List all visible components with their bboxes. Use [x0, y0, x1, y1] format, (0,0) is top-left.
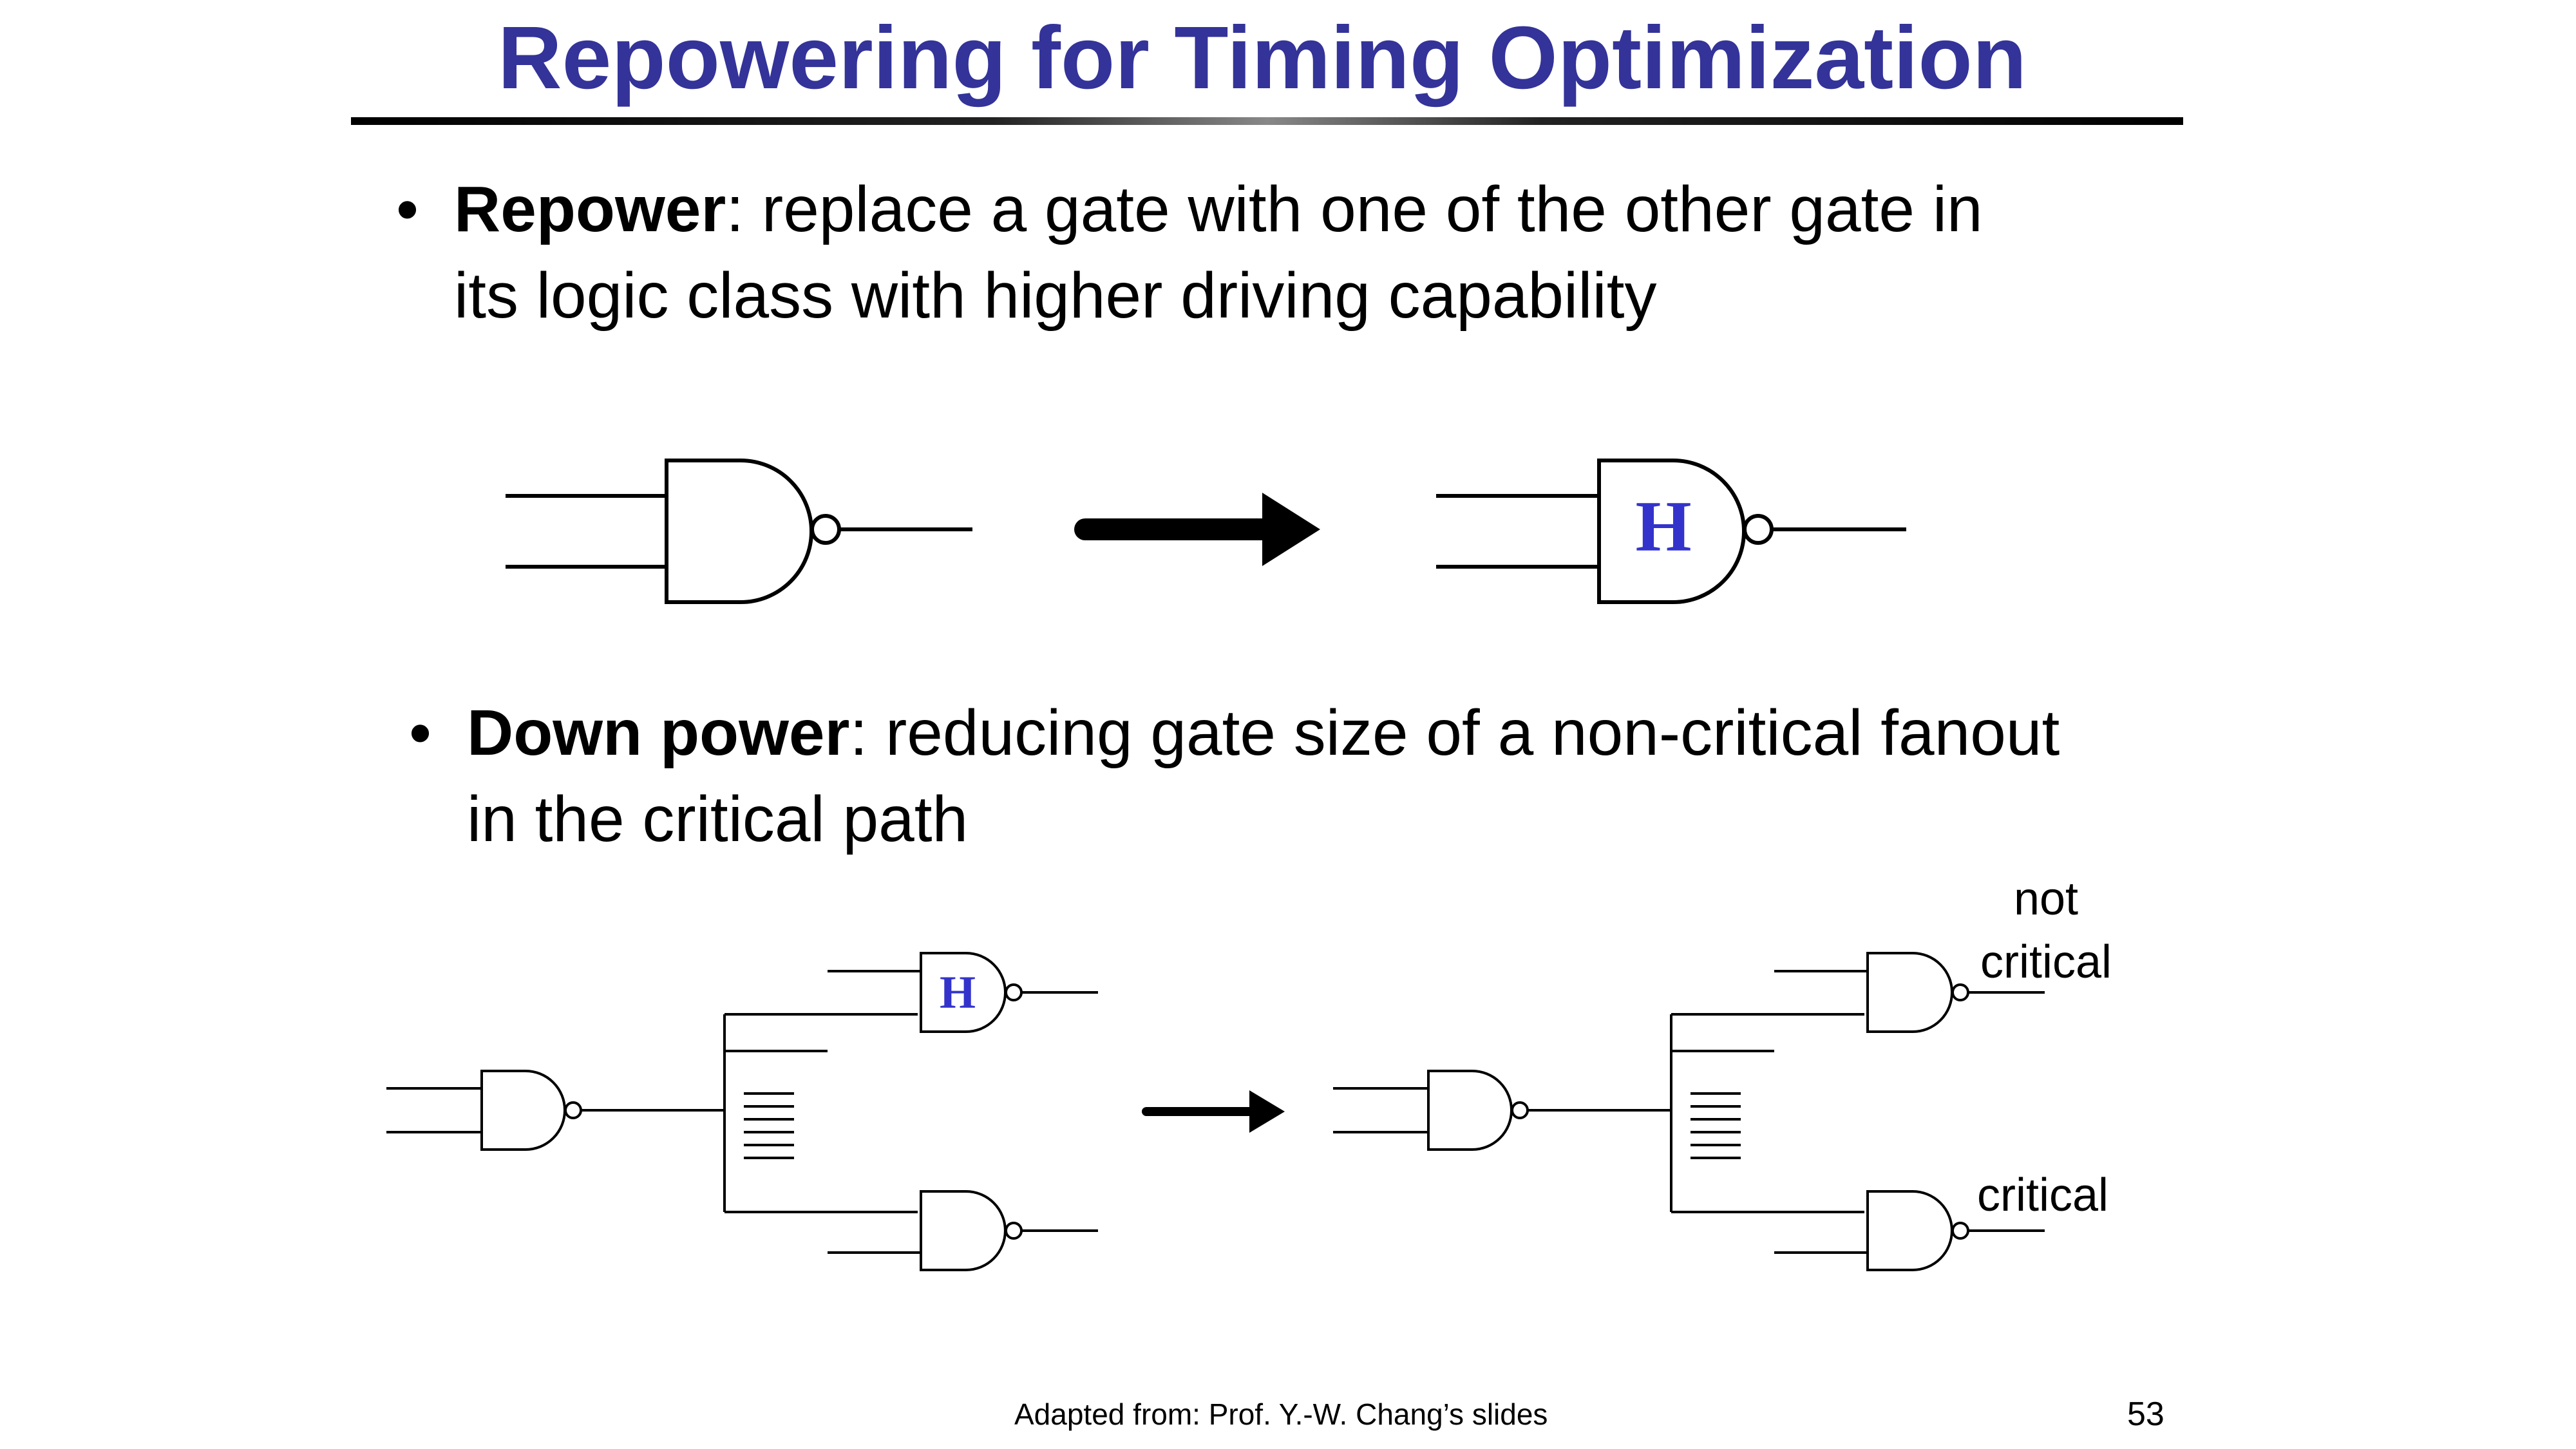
- bullet-repower: • Repower: replace a gate with one of th…: [396, 166, 1983, 339]
- fanout-circuit-before: [386, 952, 1098, 1271]
- fanout-nand-gate-downsized: [1866, 952, 1953, 1033]
- fanout-nand-gate: [920, 1190, 1007, 1271]
- bullet-down-power: • Down power: reducing gate size of a no…: [409, 690, 2060, 862]
- slide-title: Repowering for Timing Optimization: [497, 8, 2027, 108]
- bullet-repower-line1: Repower: replace a gate with one of the …: [454, 166, 1983, 252]
- driver-nand-gate: [480, 1070, 566, 1151]
- repower-arrow: [1074, 493, 1320, 566]
- bullet-dot: •: [409, 697, 432, 769]
- fanout-circuit-after: [1333, 952, 2045, 1271]
- down-power-arrow: [1142, 1090, 1285, 1133]
- nand-gate-original: [506, 459, 972, 604]
- nand-inverter-bubble: [1511, 1101, 1529, 1119]
- bullet-down-power-line2: in the critical path: [467, 783, 969, 855]
- nand-inverter-bubble: [1951, 983, 1969, 1001]
- label-not: not: [2014, 873, 2078, 925]
- nand-inverter-bubble: [810, 514, 841, 545]
- driver-nand-gate: [1427, 1070, 1513, 1151]
- bullet-repower-term: Repower: [454, 173, 726, 245]
- nand-inverter-bubble: [1005, 983, 1023, 1001]
- slide-page-number: 53: [2127, 1396, 2164, 1433]
- nand-inverter-bubble: [564, 1101, 582, 1119]
- nand-inverter-bubble: [1743, 514, 1774, 545]
- label-critical-bottom: critical: [1977, 1170, 2108, 1221]
- label-critical-top: critical: [1980, 936, 2112, 988]
- bullet-down-power-term: Down power: [467, 697, 850, 769]
- bullet-repower-line2: its logic class with higher driving capa…: [454, 260, 1657, 332]
- bullet-down-power-line1: Down power: reducing gate size of a non-…: [467, 690, 2060, 776]
- fanout-nand-gate: [1866, 1190, 1953, 1271]
- high-drive-gate-label: H: [1635, 487, 1691, 567]
- bullet-repower-text: : replace a gate with one of the other g…: [726, 173, 1983, 245]
- bullet-dot: •: [396, 173, 419, 245]
- nand-gate-body: [665, 459, 813, 604]
- high-drive-gate-label: H: [940, 967, 976, 1018]
- nand-inverter-bubble: [1005, 1222, 1023, 1240]
- nand-gate-repowered: [1436, 459, 1906, 604]
- bullet-down-power-text: : reducing gate size of a non-critical f…: [849, 697, 2060, 769]
- title-underline: [351, 117, 2183, 125]
- nand-inverter-bubble: [1951, 1222, 1969, 1240]
- slide-footer-credit: Adapted from: Prof. Y.-W. Chang’s slides: [1014, 1397, 1548, 1431]
